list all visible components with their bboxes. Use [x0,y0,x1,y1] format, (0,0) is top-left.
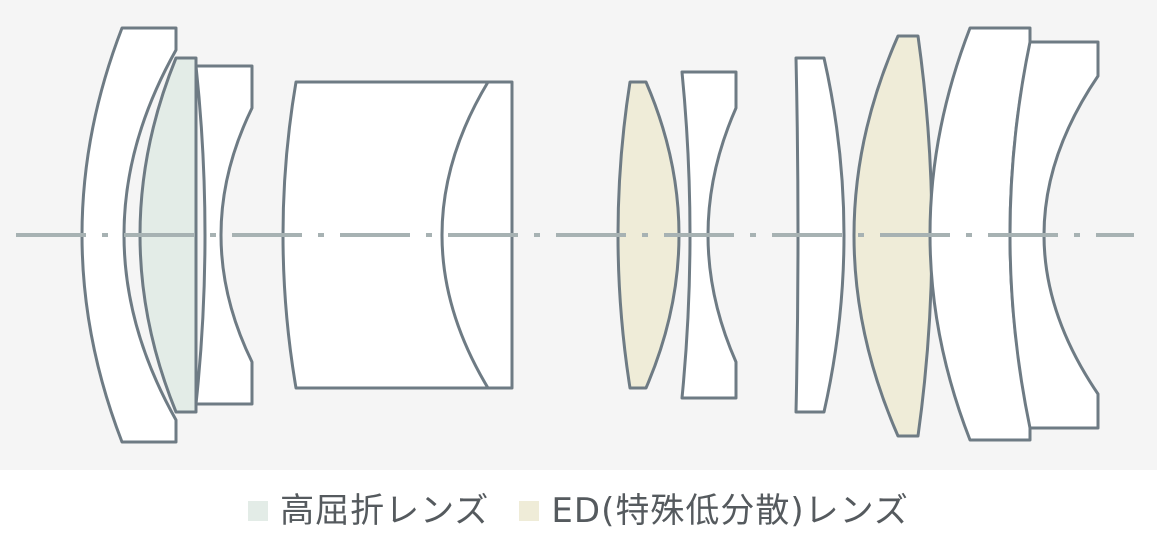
lens-diagram-panel [16,26,1134,444]
lens-element-10 [1008,40,1100,430]
legend-label-ed: ED(特殊低分散)レンズ [551,491,909,531]
lens-element-3 [194,64,254,406]
legend-item-ed: ED(特殊低分散)レンズ [519,494,909,528]
legend-swatch-ed [519,501,540,521]
lens-element-4-inner-curve [440,81,490,389]
lens-element-1 [80,26,178,444]
legend: 高屈折レンズ ED(特殊低分散)レンズ [0,470,1157,552]
lens-element-6 [680,70,738,400]
legend-label-high-refractive: 高屈折レンズ [280,491,490,531]
lens-diagram [16,26,1134,444]
lens-element-5-ed [616,80,681,390]
legend-swatch-high-refractive [248,501,269,521]
legend-item-high-refractive: 高屈折レンズ [248,494,489,528]
